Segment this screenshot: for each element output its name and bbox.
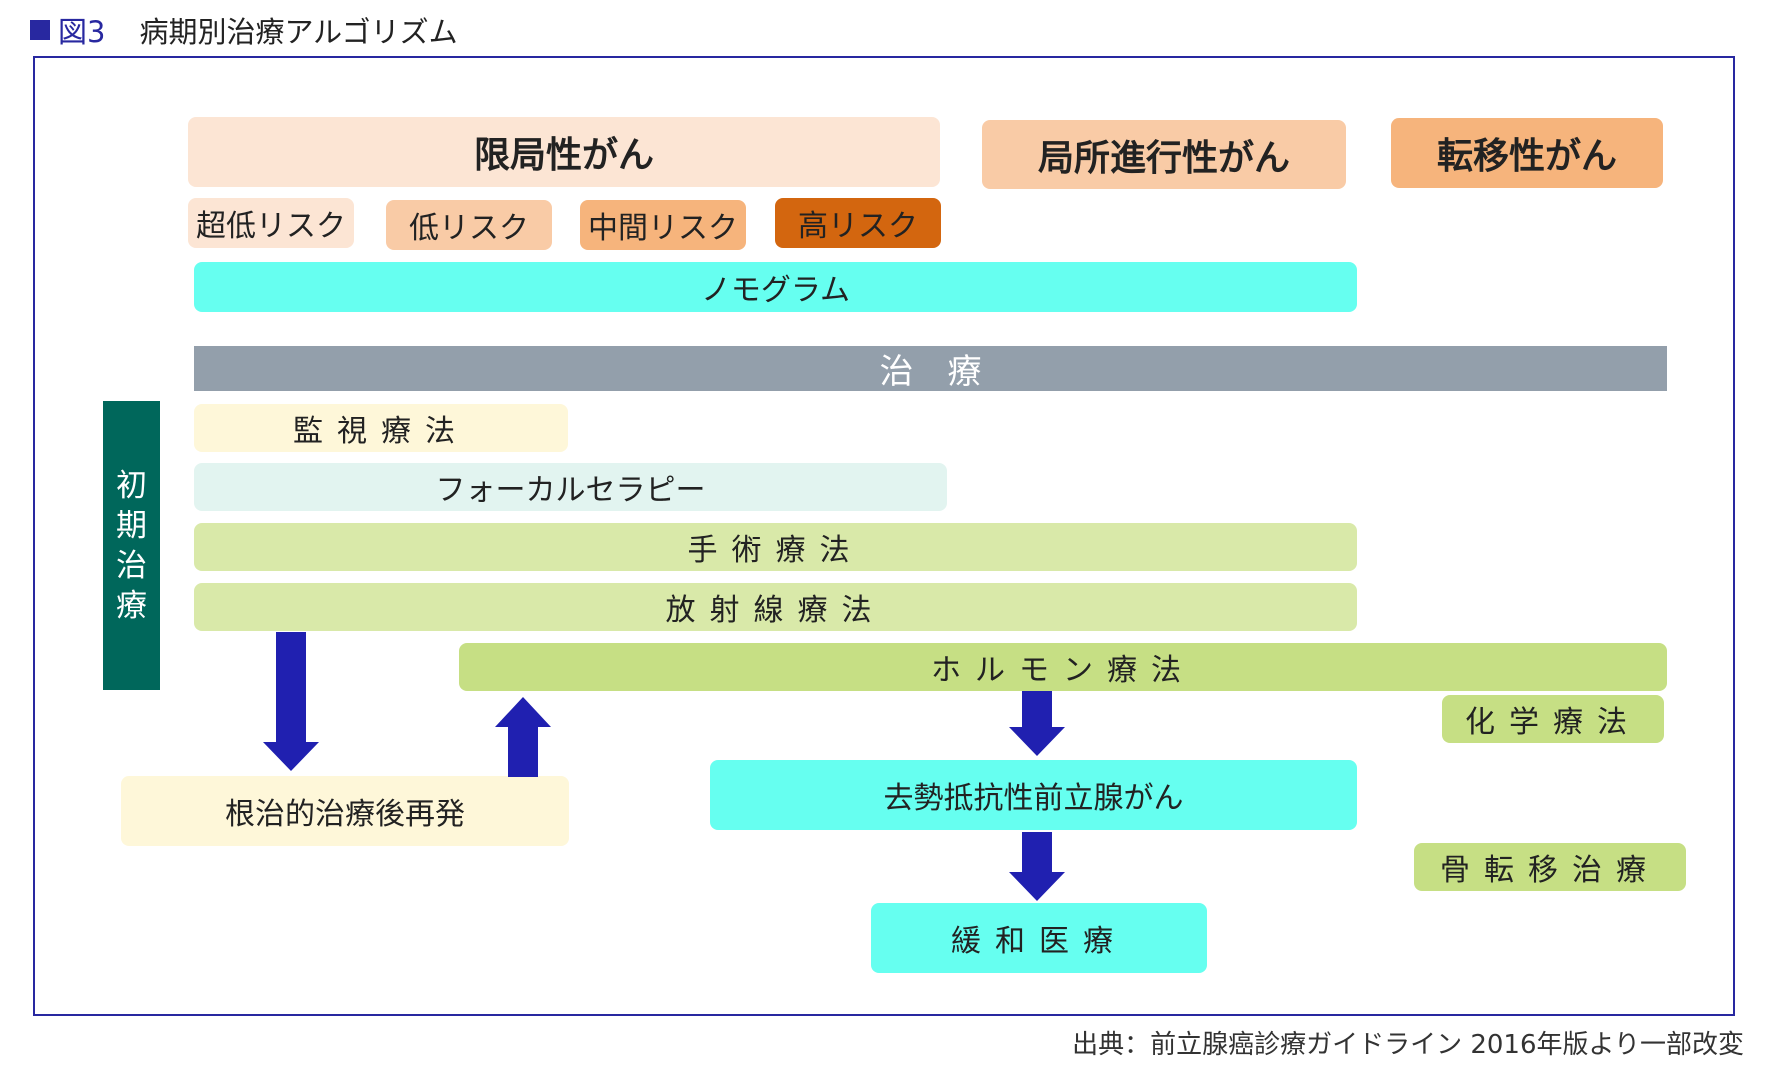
stage-localized: 限局性がん: [188, 117, 940, 187]
arrow-down-to-crpc: [1009, 691, 1065, 756]
diagram-frame: [33, 56, 1735, 1016]
nomogram-bar: ノモグラム: [194, 262, 1357, 312]
title-square-icon: [30, 20, 50, 40]
bone-metastasis-treatment: 骨転移治療: [1414, 843, 1686, 891]
arrow-down-to-palliative: [1009, 832, 1065, 901]
figure-title: 図3 病期別治療アルゴリズム: [30, 8, 458, 52]
focal-therapy: フォーカルセラピー: [194, 463, 947, 511]
chemotherapy: 化学療法: [1442, 695, 1664, 743]
arrow-up-to-hormone: [495, 697, 551, 777]
initial-treatment-label: 初 期 治 療: [103, 401, 160, 690]
hormone-therapy: ホルモン療法: [459, 643, 1667, 691]
initial-treatment-char: 療: [116, 587, 147, 624]
stage-locally-advanced: 局所進行性がん: [982, 120, 1346, 189]
risk-high: 高リスク: [775, 198, 941, 248]
figure-title-text: 病期別治療アルゴリズム: [139, 15, 458, 49]
initial-treatment-char: 治: [116, 547, 147, 584]
crpc: 去勢抵抗性前立腺がん: [710, 760, 1357, 830]
risk-very-low: 超低リスク: [188, 198, 354, 248]
arrow-down-to-recurrence: [263, 632, 319, 771]
stage-metastatic: 転移性がん: [1391, 118, 1663, 188]
treatment-header: 治 療: [194, 346, 1667, 392]
surgery: 手術療法: [194, 523, 1357, 571]
surveillance-therapy: 監視療法: [194, 404, 568, 452]
figure-label: 図3: [58, 15, 106, 49]
initial-treatment-char: 期: [116, 507, 147, 544]
source-citation: 出典：前立腺癌診療ガイドライン 2016年版より一部改変: [1072, 1030, 1744, 1060]
risk-intermediate: 中間リスク: [580, 200, 746, 250]
recurrence-after-radical: 根治的治療後再発: [121, 776, 569, 846]
risk-low: 低リスク: [386, 200, 552, 250]
radiation-therapy: 放射線療法: [194, 583, 1357, 631]
initial-treatment-char: 初: [116, 467, 147, 504]
palliative-care: 緩和医療: [871, 903, 1207, 973]
